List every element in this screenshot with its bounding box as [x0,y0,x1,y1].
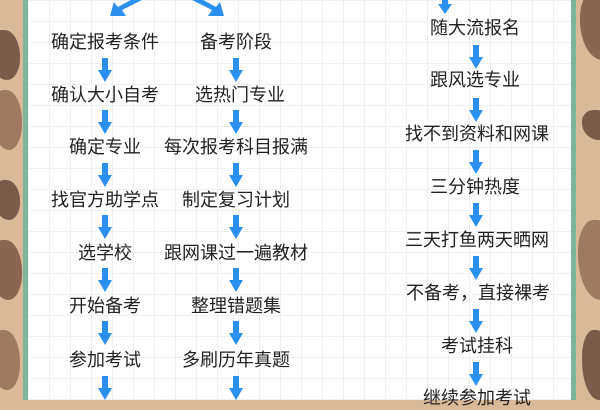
camo-blob [578,220,600,300]
arrow-down-icon [98,163,112,189]
arrow-down-icon [229,163,243,189]
flow-node-right: 三天打鱼两天晒网 [405,230,549,251]
flow-node-middle: 每次报考科目报满 [164,137,308,158]
arrow-down-icon [98,58,112,84]
arrow-down-icon [438,0,452,20]
arrow-down-icon [98,215,112,241]
flow-node-right: 找不到资料和网课 [405,124,549,145]
arrow-down-icon [469,150,483,176]
camo-blob [0,240,22,300]
arrow-down-icon [98,268,112,294]
arrow-down-icon [229,58,243,84]
flow-node-right: 考试挂科 [441,336,513,357]
flow-node-left: 找官方助学点 [51,190,159,211]
camo-blob [580,0,600,60]
arrow-down-icon [469,45,483,71]
arrow-down-icon [469,98,483,124]
grid-paper [23,0,576,400]
flow-node-middle: 跟网课过一遍教材 [164,243,308,264]
flow-node-left: 选学校 [78,243,132,264]
flow-node-middle: 整理错题集 [191,296,281,317]
arrow-down-right-icon [192,0,226,22]
arrow-down-icon [469,309,483,335]
arrow-down-icon [229,376,243,402]
arrow-down-icon [229,215,243,241]
flow-node-middle: 制定复习计划 [182,190,290,211]
flow-node-left: 确认大小自考 [51,85,159,106]
camo-blob [0,30,20,80]
camo-blob [582,330,600,400]
flow-node-left: 确定专业 [69,137,141,158]
flow-node-middle: 选热门专业 [195,85,285,106]
flow-node-right: 三分钟热度 [430,177,520,198]
camo-blob [0,180,20,220]
flow-node-right: 不备考，直接裸考 [406,283,550,304]
flow-node-right: 继续参加考试 [423,388,531,409]
arrow-down-icon [229,268,243,294]
arrow-down-icon [98,321,112,347]
flow-node-right: 随大流报名 [430,18,520,39]
arrow-down-icon [469,203,483,229]
flow-node-right: 跟风选专业 [430,70,520,91]
flow-node-middle: 备考阶段 [200,32,272,53]
arrow-down-icon [469,362,483,388]
camo-blob [0,330,20,390]
camo-blob [0,90,22,150]
flow-node-left: 开始备考 [69,296,141,317]
flow-node-left: 参加考试 [69,350,141,371]
flow-node-middle: 多刷历年真题 [182,350,290,371]
arrow-down-icon [229,110,243,136]
arrow-down-left-icon [108,0,142,22]
arrow-down-icon [229,321,243,347]
arrow-down-icon [98,110,112,136]
arrow-down-icon [469,256,483,282]
arrow-down-icon [98,376,112,402]
camo-blob [582,110,600,140]
flow-node-left: 确定报考条件 [51,32,159,53]
